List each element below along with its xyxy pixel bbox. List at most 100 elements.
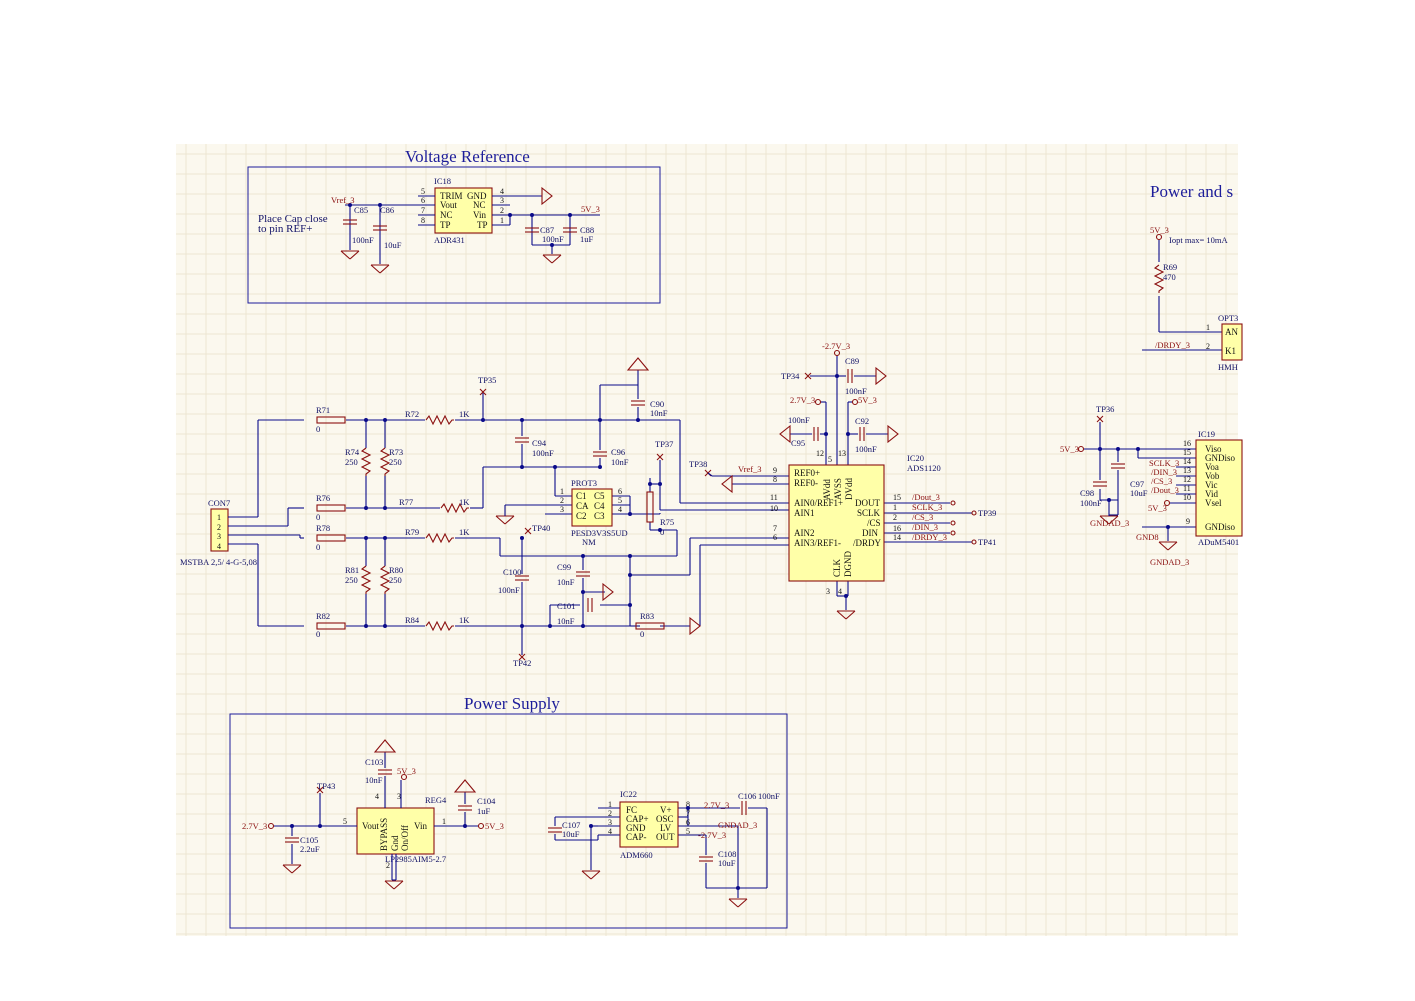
- svg-text:12: 12: [1183, 475, 1191, 484]
- svg-text:C3: C3: [594, 511, 605, 521]
- svg-text:GNDAD_3: GNDAD_3: [1150, 557, 1189, 567]
- svg-text:1uF: 1uF: [477, 806, 491, 816]
- svg-text:Gnd: Gnd: [390, 835, 400, 851]
- svg-text:0: 0: [316, 512, 320, 522]
- ground-symbol: [887, 424, 899, 444]
- svg-text:/DIN_3: /DIN_3: [912, 522, 938, 532]
- svg-text:TP43: TP43: [317, 781, 335, 791]
- svg-text:GND: GND: [626, 823, 646, 833]
- net-label-vref: Vref_3: [331, 195, 355, 205]
- svg-text:C90: C90: [650, 399, 664, 409]
- svg-text:1K: 1K: [459, 409, 470, 419]
- svg-text:OPT3: OPT3: [1218, 313, 1238, 323]
- svg-text:5V_3: 5V_3: [1150, 225, 1169, 235]
- ground-symbol: [602, 582, 614, 602]
- svg-text:C95: C95: [791, 438, 805, 448]
- svg-text:15: 15: [893, 493, 901, 502]
- svg-text:DGND: DGND: [843, 551, 853, 577]
- svg-text:DVdd: DVdd: [844, 478, 854, 500]
- svg-text:Vid: Vid: [1205, 489, 1218, 499]
- svg-text:100nF: 100nF: [498, 585, 520, 595]
- svg-text:REG4: REG4: [425, 795, 447, 805]
- svg-text:1K: 1K: [459, 615, 470, 625]
- svg-text:11: 11: [1183, 484, 1191, 493]
- svg-text:TP: TP: [440, 220, 451, 230]
- svg-text:6: 6: [773, 533, 777, 542]
- svg-text:NC: NC: [473, 200, 486, 210]
- svg-text:/DIN_3: /DIN_3: [1151, 467, 1177, 477]
- svg-text:Vref_3: Vref_3: [738, 464, 762, 474]
- svg-text:Vic: Vic: [1205, 480, 1217, 490]
- svg-text:C100: C100: [503, 567, 521, 577]
- svg-text:5V_3: 5V_3: [1148, 503, 1167, 513]
- svg-text:10uF: 10uF: [718, 858, 736, 868]
- svg-text:C86: C86: [380, 205, 394, 215]
- svg-text:10: 10: [770, 504, 778, 513]
- ground-symbol: [779, 424, 791, 444]
- svg-text:2: 2: [1206, 342, 1210, 351]
- svg-text:DOUT: DOUT: [855, 498, 880, 508]
- svg-text:0: 0: [316, 542, 320, 552]
- svg-text:C4: C4: [594, 501, 605, 511]
- svg-text:4: 4: [618, 505, 622, 514]
- svg-text:3: 3: [608, 818, 612, 827]
- svg-text:R82: R82: [316, 611, 330, 621]
- svg-text:100nF: 100nF: [845, 386, 867, 396]
- svg-text:TP: TP: [477, 220, 488, 230]
- svg-text:TP37: TP37: [655, 439, 673, 449]
- svg-text:10uF: 10uF: [1130, 488, 1148, 498]
- power-and-signal-title: Power and s: [1150, 182, 1233, 201]
- svg-text:7: 7: [773, 524, 777, 533]
- svg-text:7: 7: [686, 809, 690, 818]
- svg-text:13: 13: [838, 449, 846, 458]
- svg-text:10nF: 10nF: [650, 408, 668, 418]
- svg-text:SCLK_3: SCLK_3: [912, 502, 942, 512]
- svg-text:2.7V_3: 2.7V_3: [242, 821, 267, 831]
- svg-text:BYPASS: BYPASS: [379, 818, 389, 851]
- svg-text:FC: FC: [626, 805, 637, 815]
- svg-text:V+: V+: [660, 805, 672, 815]
- svg-text:9: 9: [1186, 517, 1190, 526]
- svg-text:5V_3: 5V_3: [397, 766, 416, 776]
- svg-text:0: 0: [316, 424, 320, 434]
- sheet-background: [176, 144, 1238, 936]
- svg-text:AIN0/REF1+: AIN0/REF1+: [794, 498, 843, 508]
- svg-text:Vsel: Vsel: [1205, 498, 1222, 508]
- svg-text:5: 5: [618, 496, 622, 505]
- svg-text:2: 2: [386, 861, 390, 870]
- svg-text:TP38: TP38: [689, 459, 707, 469]
- svg-text:/CS: /CS: [867, 518, 881, 528]
- svg-text:R75: R75: [660, 517, 674, 527]
- ic19-name: ADuM5401: [1198, 537, 1239, 547]
- svg-text:CAP+: CAP+: [626, 814, 649, 824]
- svg-text:4: 4: [838, 587, 842, 596]
- svg-text:100nF: 100nF: [855, 444, 877, 454]
- svg-text:100nF: 100nF: [532, 448, 554, 458]
- svg-text:PROT3: PROT3: [571, 478, 597, 488]
- svg-text:C96: C96: [611, 447, 625, 457]
- svg-text:Voa: Voa: [1205, 462, 1219, 472]
- svg-text:K1: K1: [1225, 346, 1236, 356]
- power-rail-symbol: [373, 739, 397, 753]
- svg-text:C5: C5: [594, 491, 605, 501]
- svg-text:250: 250: [345, 575, 358, 585]
- svg-text:C99: C99: [557, 562, 571, 572]
- svg-text:1: 1: [500, 216, 504, 225]
- svg-text:TP40: TP40: [532, 523, 550, 533]
- svg-text:16: 16: [893, 524, 901, 533]
- svg-text:REF0-: REF0-: [794, 478, 818, 488]
- svg-text:TP35: TP35: [478, 375, 496, 385]
- svg-text:0: 0: [640, 629, 644, 639]
- svg-text:C88: C88: [580, 225, 594, 235]
- svg-text:5: 5: [343, 817, 347, 826]
- svg-text:C101: C101: [557, 601, 575, 611]
- svg-text:CON7: CON7: [208, 498, 230, 508]
- svg-text:250: 250: [345, 457, 358, 467]
- svg-text:5V_3: 5V_3: [858, 395, 877, 405]
- ic18-ref: IC18: [434, 176, 451, 186]
- svg-text:6: 6: [618, 487, 622, 496]
- svg-text:11: 11: [770, 493, 778, 502]
- svg-text:C1: C1: [576, 491, 587, 501]
- cap-note-line-1: Place Cap close: [258, 213, 328, 225]
- svg-text:/DRDY_3: /DRDY_3: [1155, 340, 1190, 350]
